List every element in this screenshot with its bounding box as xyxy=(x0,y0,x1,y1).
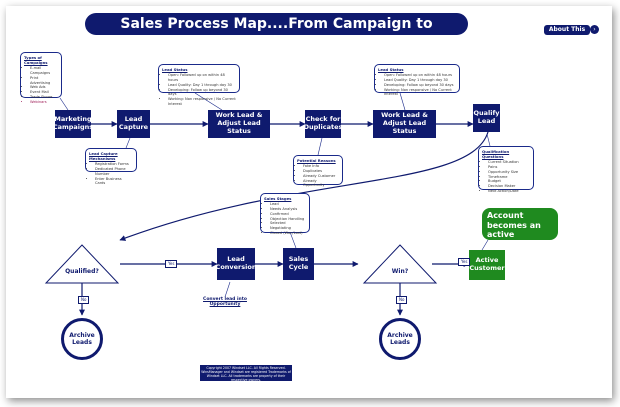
customer-callout: Account becomes an active customer. xyxy=(482,208,558,249)
note-item: Selected xyxy=(270,221,306,226)
decision-win-label: Win? xyxy=(391,268,409,275)
note-item: Decision Maker xyxy=(488,184,530,189)
note-item: Lead Quality: Day 1 through day 30 xyxy=(168,83,236,88)
note-item: Fake Info xyxy=(303,164,339,169)
box-sales-cycle[interactable]: Sales Cycle xyxy=(283,248,314,280)
tag-yes-qualified: Yes xyxy=(165,260,178,268)
note-capture-mechanisms: Lead Capture Mechanisms Registration For… xyxy=(85,148,137,185)
note-item: Already Opportunity xyxy=(303,179,339,189)
note-item: Confirmed xyxy=(270,212,306,217)
note-item: Closed (Won/Lost) xyxy=(270,231,306,236)
box-lead-conversion[interactable]: Lead Conversion xyxy=(216,248,256,280)
note-connector xyxy=(486,133,491,147)
note-item: Opportunity Size xyxy=(488,170,530,175)
note-item: Webinars xyxy=(30,100,58,105)
note-item: Web Ads xyxy=(30,85,58,90)
note-connector xyxy=(194,92,223,111)
note-item: Needs Analysis xyxy=(270,207,306,212)
note-item: Trade Shows xyxy=(30,95,58,100)
archive-leads-2[interactable]: Archive Leads xyxy=(379,318,421,360)
note-connector xyxy=(289,231,297,249)
note-lead-status-2: Lead Status Open: Followed up on within … xyxy=(374,64,460,96)
archive-leads-1[interactable]: Archive Leads xyxy=(61,318,103,360)
tag-no-win: No xyxy=(396,296,408,304)
note-item: Working: Non responsive / No Current Int… xyxy=(384,88,456,98)
tag-no-qualified: No xyxy=(78,296,90,304)
note-campaign-types: Types of Campaigns E-mail Campaigns Prin… xyxy=(20,52,62,104)
decision-win-shape xyxy=(362,244,438,284)
note-item: Event Mail xyxy=(30,90,58,95)
note-item: Lead Quality: Day 1 through day 30 xyxy=(384,78,456,83)
box-lead-capture[interactable]: Lead Capture xyxy=(117,110,150,138)
note-item: Lead xyxy=(270,202,306,207)
about-button[interactable]: About This Map xyxy=(544,25,590,43)
note-item: Current Situation xyxy=(488,160,530,165)
note-item: Budget xyxy=(488,179,530,184)
note-sales-stages: Sales Stages Lead Needs Analysis Confirm… xyxy=(260,193,310,236)
note-item: Working: Non responsive / No Current Int… xyxy=(168,97,236,107)
decision-qualified-shape xyxy=(44,244,120,284)
note-item: Negotiating xyxy=(270,226,306,231)
note-title: Lead Capture Mechanisms xyxy=(89,151,118,161)
note-connector xyxy=(399,92,406,111)
note-item: Pains xyxy=(488,165,530,170)
note-title: Lead Status xyxy=(162,67,188,72)
note-item: Print Advertising xyxy=(30,76,58,86)
convert-opportunity-link[interactable]: Convert lead into Opportunity xyxy=(203,297,247,307)
note-qualification-questions: Qualification Questions Current Situatio… xyxy=(478,146,534,193)
note-connector xyxy=(59,97,69,111)
decision-qualified-label: Qualified? xyxy=(65,268,99,275)
page-title: Sales Process Map....From Campaign to Cu… xyxy=(85,13,468,54)
note-title: Lead Status xyxy=(378,67,404,72)
box-qualify-lead[interactable]: Qualify Lead xyxy=(473,104,500,132)
note-item: Timeframe xyxy=(488,175,530,180)
note-lead-status-1: Lead Status Open: Followed up on within … xyxy=(158,64,240,106)
note-title: Potential Reasons xyxy=(297,158,336,163)
note-item: Objection Handling xyxy=(270,217,306,222)
arrow-circle-icon[interactable]: › xyxy=(590,25,599,34)
box-marketing-campaigns[interactable]: Marketing Campaigns xyxy=(53,110,93,138)
note-connector xyxy=(224,281,231,298)
box-work-lead-2[interactable]: Work Lead & Adjust Lead Status xyxy=(373,110,436,138)
note-title: Sales Stages xyxy=(264,196,292,201)
copyright-footer: Copyright 2007 Windset LLC. All Rights R… xyxy=(200,365,292,383)
note-item: Developing: Follow up beyond 30 days xyxy=(384,83,456,88)
note-connector xyxy=(125,137,131,149)
note-item: Developing: Follow up beyond 30 days xyxy=(168,88,236,98)
note-item: Next Action/Date xyxy=(488,189,530,194)
note-item: Open: Followed up on within 48 hours xyxy=(168,73,236,83)
note-title: Types of Campaigns xyxy=(24,55,48,65)
note-item: Dedicated Phone Number xyxy=(95,167,133,177)
note-item: Enter Business Cards xyxy=(95,177,133,187)
box-work-lead-1[interactable]: Work Lead & Adjust Lead Status xyxy=(208,110,270,138)
note-item: Already Customer xyxy=(303,174,339,179)
box-check-duplicates[interactable]: Check for Duplicates xyxy=(304,110,342,138)
note-connector xyxy=(481,239,489,251)
arrow-qualify-qualified xyxy=(119,131,489,241)
tag-yes-win: Yes xyxy=(458,258,471,266)
note-item: Registration Forms xyxy=(95,162,133,167)
box-active-customer[interactable]: Active Customer xyxy=(469,250,505,280)
note-potential-reasons: Potential Reasons Fake Info Duplicates A… xyxy=(293,155,343,187)
note-connector xyxy=(317,137,323,156)
note-title: Qualification Questions xyxy=(482,149,510,159)
note-item: E-mail Campaigns xyxy=(30,66,58,76)
note-item: Duplicates xyxy=(303,169,339,174)
note-item: Open: Followed up on within 48 hours xyxy=(384,73,456,78)
